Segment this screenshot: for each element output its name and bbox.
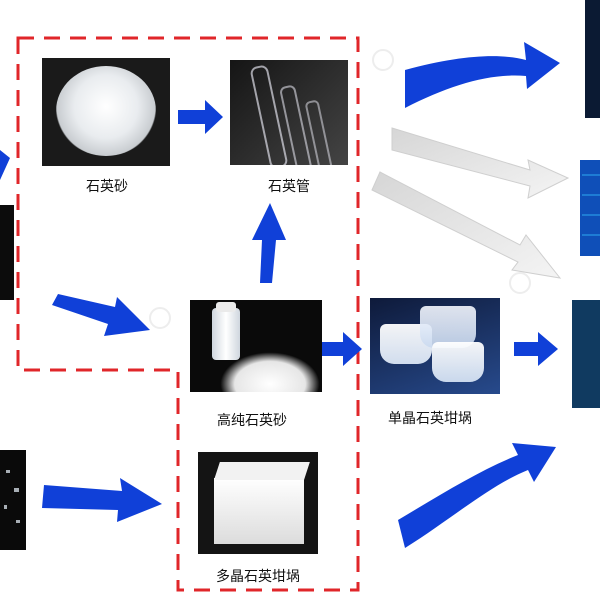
gray-arrows [371,127,570,279]
right-photo-strip-mid [580,160,600,256]
arrow-up-to-tube [252,203,286,283]
quartz-sand-label: 石英砂 [86,179,128,195]
polycrystal-crucible-photo [198,452,318,554]
left-photo-strip-top [0,205,14,300]
arrow-left-to-poly [42,478,162,522]
left-arrow-stub [0,150,10,180]
quartz-tube-label: 石英管 [268,179,310,195]
right-photo-strip-top [585,0,600,118]
quartz-sand-photo [42,58,170,166]
monocrystal-crucible-photo [370,298,500,394]
monocrystal-crucible-label: 单晶石英坩埚 [388,411,472,427]
watermark [149,49,531,329]
polycrystal-crucible-label: 多晶石英坩埚 [216,569,300,585]
high-purity-sand-label: 高纯石英砂 [217,413,287,429]
arrow-sand-to-tube [178,100,223,134]
arrow-tube-to-top-right [405,42,560,108]
dashed-boundary [16,36,360,592]
high-purity-sand-photo [190,300,322,392]
gray-arrow-upper [391,127,570,199]
quartz-tube-photo [230,60,348,165]
arrow-left-to-hp-sand [52,294,150,336]
left-photo-strip-bottom [0,450,26,550]
gray-arrow-lower [371,171,562,279]
arrows [42,42,560,548]
arrow-hpsand-to-mono [318,332,362,366]
right-photo-strip-bottom [572,300,600,408]
arrow-poly-to-right [398,443,556,548]
arrow-mono-to-right [514,332,558,366]
